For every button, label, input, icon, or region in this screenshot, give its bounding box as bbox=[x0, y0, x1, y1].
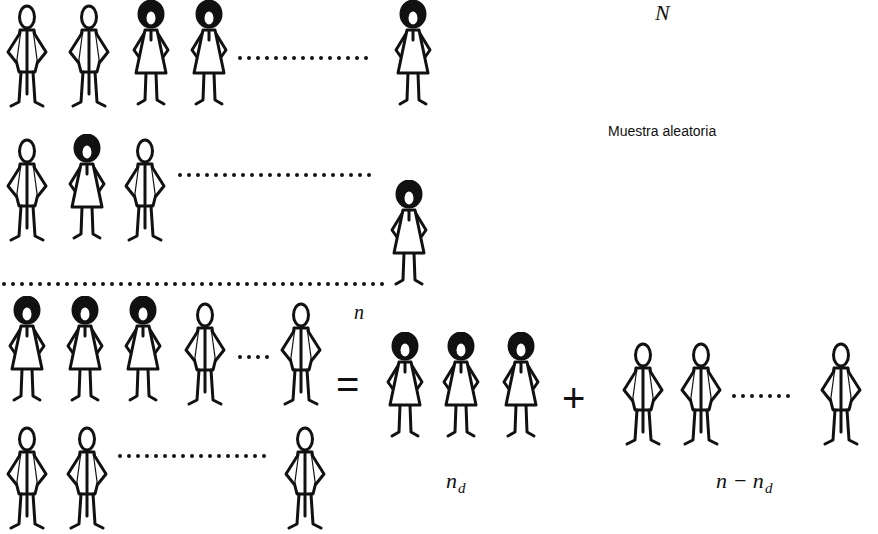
woman-figure bbox=[388, 333, 422, 436]
man-figure bbox=[682, 344, 720, 444]
man-figure bbox=[8, 428, 46, 528]
remainder-size: n − n bbox=[716, 470, 764, 492]
man-figure bbox=[282, 304, 320, 404]
man-figure bbox=[70, 6, 108, 106]
ellipsis-dots bbox=[4, 282, 386, 286]
ellipsis-dots bbox=[120, 454, 272, 458]
woman-figure bbox=[10, 297, 44, 400]
man-figure bbox=[8, 140, 46, 240]
subscript: d bbox=[765, 481, 773, 496]
sample-size: n bbox=[354, 302, 364, 322]
woman-figure bbox=[444, 333, 478, 436]
woman-figure bbox=[70, 135, 104, 238]
subscript: d bbox=[458, 481, 466, 496]
plus-sign: + bbox=[562, 378, 585, 418]
man-figure bbox=[822, 344, 860, 444]
ellipsis-dots bbox=[240, 56, 372, 60]
woman-figure bbox=[504, 333, 538, 436]
population-size: N bbox=[655, 2, 670, 24]
woman-figure bbox=[192, 1, 226, 104]
man-figure bbox=[8, 6, 46, 106]
man-figure bbox=[624, 344, 662, 444]
subgroup-size: n bbox=[446, 470, 457, 492]
ellipsis-dots bbox=[240, 355, 268, 359]
ellipsis-dots bbox=[734, 394, 796, 398]
ellipsis-dots bbox=[4, 58, 796, 456]
sample-figures bbox=[388, 333, 860, 444]
woman-figure bbox=[126, 297, 160, 400]
ellipsis-dots bbox=[180, 173, 372, 177]
sample-note: Muestra aleatoria bbox=[608, 124, 716, 138]
woman-figure bbox=[68, 297, 102, 400]
equals-sign: = bbox=[336, 364, 359, 404]
woman-figure bbox=[392, 181, 426, 284]
woman-figure bbox=[134, 1, 168, 104]
man-figure bbox=[126, 140, 164, 240]
man-figure bbox=[186, 304, 224, 404]
woman-figure bbox=[396, 1, 430, 104]
man-figure bbox=[68, 428, 106, 528]
population-figures bbox=[8, 1, 430, 528]
man-figure bbox=[286, 428, 324, 528]
